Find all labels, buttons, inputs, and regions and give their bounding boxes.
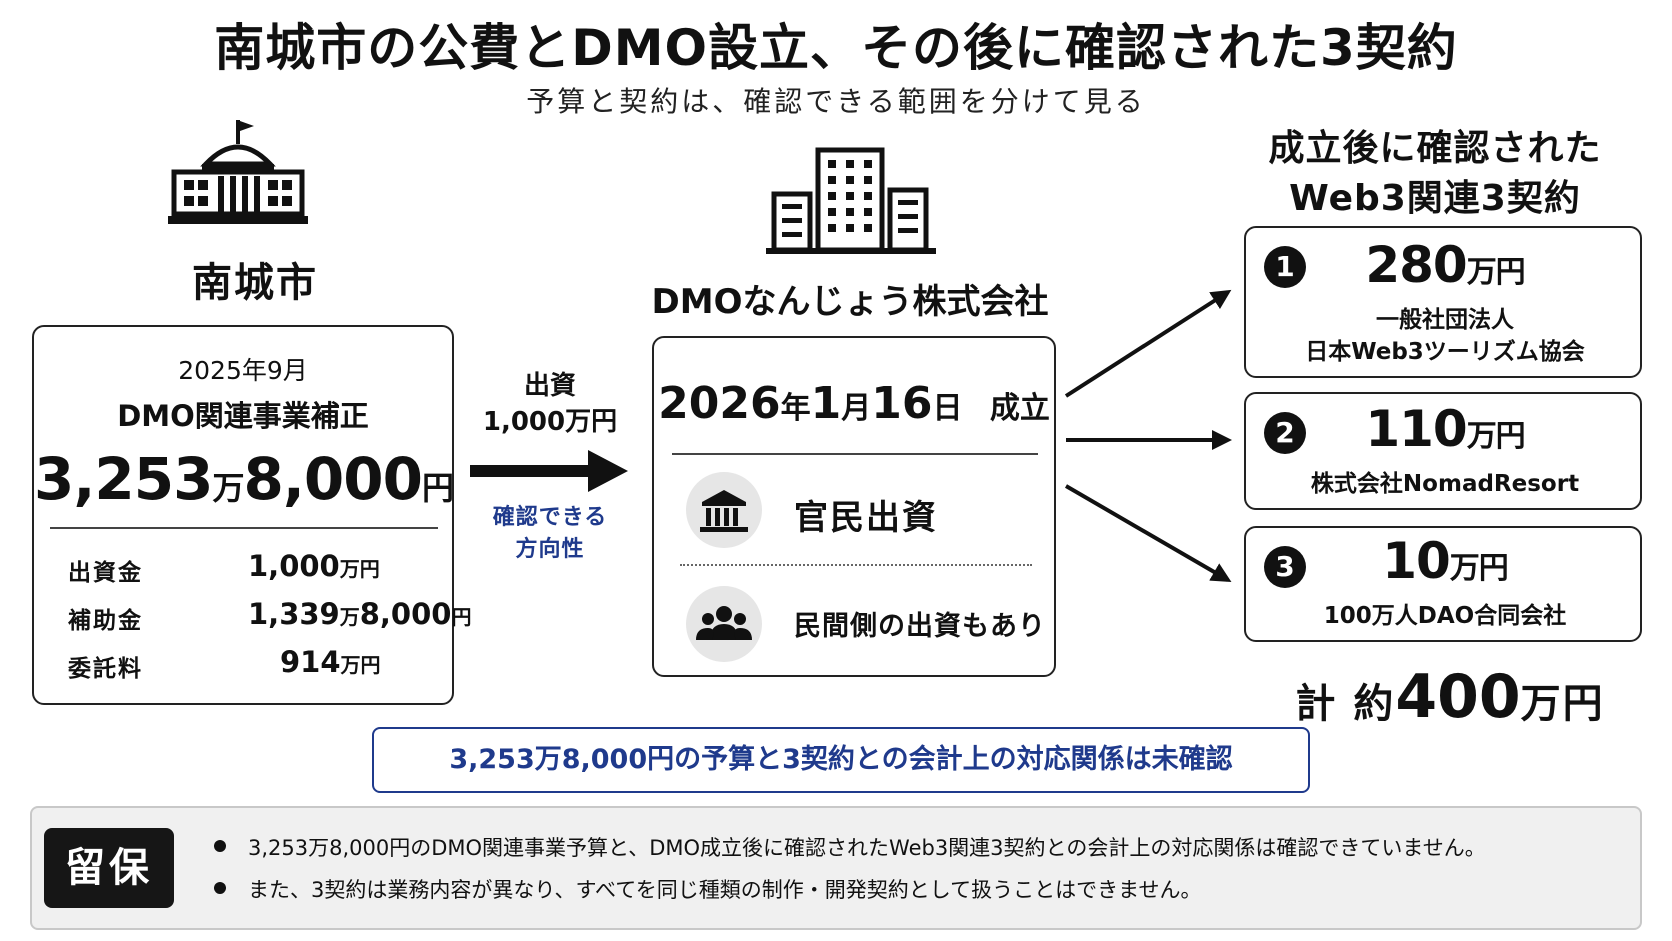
contract-amount-value: 280 xyxy=(1365,236,1467,294)
contracts-heading-line2: Web3関連3契約 xyxy=(1289,178,1581,219)
contract-card-3: 3 10万円 100万人DAO合同会社 xyxy=(1244,526,1642,642)
bank-icon xyxy=(686,472,762,548)
date-year-unit: 年 xyxy=(780,391,811,426)
contracts-heading-line1: 成立後に確認された xyxy=(1268,128,1602,169)
contract-amount: 10万円 xyxy=(1246,532,1644,590)
bullet-icon xyxy=(214,840,226,852)
dmo-name: DMOなんじょう株式会社 xyxy=(651,282,1049,322)
contract-number-badge: 3 xyxy=(1264,546,1306,588)
contract-org: 株式会社NomadResort xyxy=(1310,471,1580,497)
arrow-to-contract-3 xyxy=(1064,484,1232,583)
contract-amount-value: 10 xyxy=(1382,532,1451,590)
breakdown-row-subsidy: 補助金 1,339万8,000円 xyxy=(68,597,471,641)
breakdown-label: 補助金 xyxy=(68,608,143,634)
confirmed-direction-line2: 方向性 xyxy=(515,537,585,562)
investment-arrow-icon xyxy=(470,450,628,492)
dmo-card: 2026年1月16日 成立 官民出資 民間側の出資もあり xyxy=(652,336,1056,677)
breakdown-label: 委託料 xyxy=(68,656,143,682)
date-month-unit: 月 xyxy=(841,391,872,426)
contract-number-badge: 1 xyxy=(1264,246,1306,288)
breakdown-amount: 914 xyxy=(280,645,341,679)
dmo-established-date: 2026年1月16日 成立 xyxy=(654,378,1054,429)
budget-date: 2025年9月 xyxy=(178,356,308,385)
confirmed-direction-line1: 確認できる xyxy=(492,505,608,530)
contract-amount-unit: 万円 xyxy=(1466,419,1526,454)
caveat-panel: 留保 3,253万8,000円のDMO関連事業予算と、DMO成立後に確認されたW… xyxy=(30,806,1642,930)
feature-private-investment: 民間側の出資もあり xyxy=(794,611,1046,642)
breakdown-unit: 万円 xyxy=(340,653,381,677)
page-subtitle: 予算と契約は、確認できる範囲を分けて見る xyxy=(526,85,1146,118)
confirmed-direction-note: 確認できる 方向性 xyxy=(470,502,630,566)
total-prefix: 計 約 xyxy=(1295,681,1396,727)
office-buildings-icon xyxy=(766,147,936,254)
contract-card-2: 2 110万円 株式会社NomadResort xyxy=(1244,392,1642,510)
caveat-item: また、3契約は業務内容が異なり、すべてを同じ種類の制作・開発契約として扱うことは… xyxy=(248,878,1202,902)
breakdown-unit-sub: 円 xyxy=(451,605,472,629)
contract-number-badge: 2 xyxy=(1264,412,1306,454)
budget-card: 2025年9月 DMO関連事業補正 3,253万8,000円 出資金 1,000… xyxy=(32,325,471,705)
contracts-total: 計 約400万円 xyxy=(1260,662,1640,732)
unconfirmed-banner: 3,253万8,000円の予算と3契約との会計上の対応関係は未確認 xyxy=(372,727,1310,793)
budget-total-main: 3,253 xyxy=(34,445,213,513)
contract-amount-unit: 万円 xyxy=(1466,255,1526,290)
people-group-icon xyxy=(686,586,762,662)
city-name: 南城市 xyxy=(192,260,318,306)
breakdown-value: 914万円 xyxy=(280,645,381,679)
established-label: 成立 xyxy=(989,391,1050,426)
contract-amount-value: 110 xyxy=(1365,400,1467,458)
contract-org: 一般社団法人 日本Web3ツーリズム協会 xyxy=(1246,304,1644,368)
date-day-unit: 日 xyxy=(932,391,963,426)
breakdown-unit: 万円 xyxy=(339,557,380,581)
caveat-tag: 留保 xyxy=(44,828,174,908)
contracts-heading: 成立後に確認された Web3関連3契約 xyxy=(1230,124,1640,224)
city-hall-icon xyxy=(168,120,308,224)
arrow-to-contract-1 xyxy=(1064,289,1232,398)
contract-amount: 110万円 xyxy=(1246,400,1644,458)
budget-total: 3,253万8,000円 xyxy=(34,445,454,513)
contract-arrows xyxy=(1064,289,1232,583)
contract-amount: 280万円 xyxy=(1246,236,1644,294)
contract-org-line1: 一般社団法人 xyxy=(1376,307,1514,333)
date-year: 2026 xyxy=(658,378,781,429)
divider xyxy=(672,453,1038,455)
caveat-item: 3,253万8,000円のDMO関連事業予算と、DMO成立後に確認されたWeb3… xyxy=(248,836,1486,860)
breakdown-amount: 1,339 xyxy=(248,597,340,631)
breakdown-value: 1,339万8,000円 xyxy=(248,597,471,631)
breakdown-label: 出資金 xyxy=(68,560,143,586)
budget-total-unit2: 円 xyxy=(421,469,454,507)
bullet-icon xyxy=(214,882,226,894)
breakdown-amount: 1,000 xyxy=(248,549,340,583)
investment-label: 出資 1,000万円 xyxy=(470,368,630,440)
total-amount: 400 xyxy=(1395,662,1521,732)
breakdown-row-commission: 委託料 914万円 xyxy=(68,645,438,689)
budget-label: DMO関連事業補正 xyxy=(117,399,369,433)
date-month: 1 xyxy=(810,378,842,429)
breakdown-amount-sub: 8,000 xyxy=(359,597,452,631)
contract-card-1: 1 280万円 一般社団法人 日本Web3ツーリズム協会 xyxy=(1244,226,1642,378)
budget-total-unit1: 万 xyxy=(212,469,244,507)
dotted-divider xyxy=(680,564,1032,566)
investment-label-line1: 出資 xyxy=(523,371,576,401)
page-title: 南城市の公費とDMO設立、その後に確認された3契約 xyxy=(214,19,1458,77)
breakdown-row-investment: 出資金 1,000万円 xyxy=(68,549,438,593)
contract-amount-unit: 万円 xyxy=(1449,551,1509,586)
date-day: 16 xyxy=(871,378,933,429)
total-unit: 万円 xyxy=(1520,681,1605,727)
investment-label-line2: 1,000万円 xyxy=(482,407,618,437)
breakdown-value: 1,000万円 xyxy=(248,549,380,583)
contract-org-line2: 日本Web3ツーリズム協会 xyxy=(1305,339,1585,365)
contract-org: 100万人DAO合同会社 xyxy=(1323,603,1567,629)
divider xyxy=(50,527,438,529)
feature-public-private: 官民出資 xyxy=(794,498,938,538)
breakdown-unit: 万 xyxy=(339,605,360,629)
budget-total-sub: 8,000 xyxy=(243,445,422,513)
